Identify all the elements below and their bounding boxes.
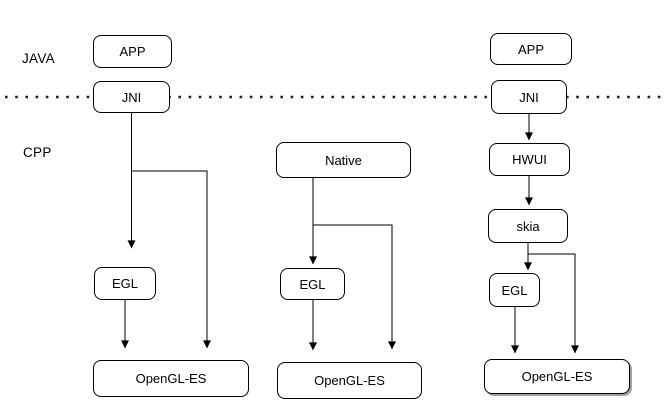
node-egl-hwui-col: EGL [489,273,540,307]
layer-label-cpp: CPP [23,145,52,160]
node-native: Native [276,142,411,178]
edge-jni1-to-gles1 [131,170,211,349]
node-skia: skia [488,209,568,243]
edge-skia-to-gles3 [528,253,579,354]
node-opengl-es-java-col: OpenGL-ES [93,360,249,397]
node-app-java-col: APP [93,35,172,68]
node-opengl-es-native-col: OpenGL-ES [277,362,422,399]
node-app-hwui-col: APP [490,33,572,65]
node-egl-native-col: EGL [280,268,345,300]
edge-native-to-gles2 [313,224,396,350]
node-opengl-es-hwui-col: OpenGL-ES [484,359,630,394]
layer-label-java: JAVA [22,51,55,66]
node-jni-hwui-col: JNI [491,80,567,114]
node-egl-java-col: EGL [94,267,156,300]
node-hwui: HWUI [489,143,570,176]
node-jni-java-col: JNI [93,81,170,113]
